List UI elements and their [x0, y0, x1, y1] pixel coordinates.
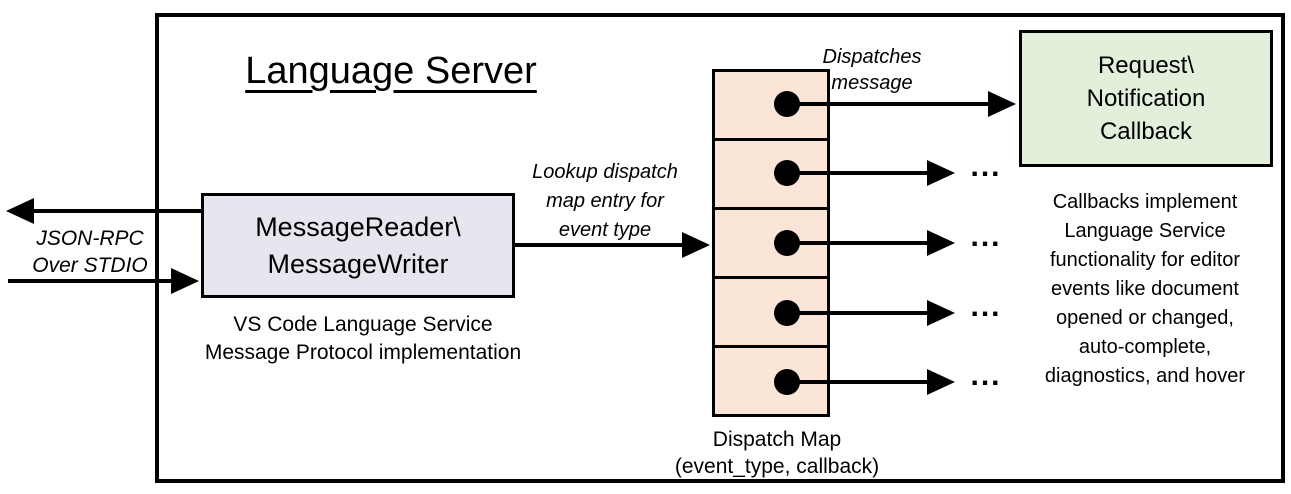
dispatch-map-caption: Dispatch Map (event_type, callback): [674, 428, 880, 479]
dispatches-message-label: Dispatches message: [822, 46, 922, 95]
request-notification-callback-label: Request\ Notification Callback: [1086, 51, 1206, 146]
more-callbacks-ellipsis: ...: [970, 359, 1002, 392]
dispatch-map-row: [715, 345, 827, 414]
callbacks-description-note: Callbacks implement Language Service fun…: [1044, 191, 1246, 387]
dispatch-map-row: [715, 138, 827, 207]
diagram-title: Language Server: [245, 50, 537, 92]
stdio-channel-label: JSON-RPC Over STDIO: [32, 227, 148, 277]
message-reader-writer-caption: VS Code Language Service Message Protoco…: [204, 313, 522, 364]
more-callbacks-ellipsis: ...: [970, 220, 1002, 253]
more-callbacks-ellipsis: ...: [970, 150, 1002, 183]
lookup-dispatch-label: Lookup dispatch map entry for event type: [532, 161, 678, 241]
dispatch-map-row: [715, 276, 827, 345]
dispatch-map-row: [715, 207, 827, 276]
dispatch-map-table: [712, 69, 830, 417]
message-reader-writer-box: MessageReader\ MessageWriter: [201, 193, 515, 298]
more-callbacks-ellipsis: ...: [970, 290, 1002, 323]
message-reader-writer-label: MessageReader\ MessageWriter: [255, 212, 461, 279]
dispatch-map-row: [715, 72, 827, 138]
request-notification-callback-box: Request\ Notification Callback: [1019, 30, 1273, 167]
